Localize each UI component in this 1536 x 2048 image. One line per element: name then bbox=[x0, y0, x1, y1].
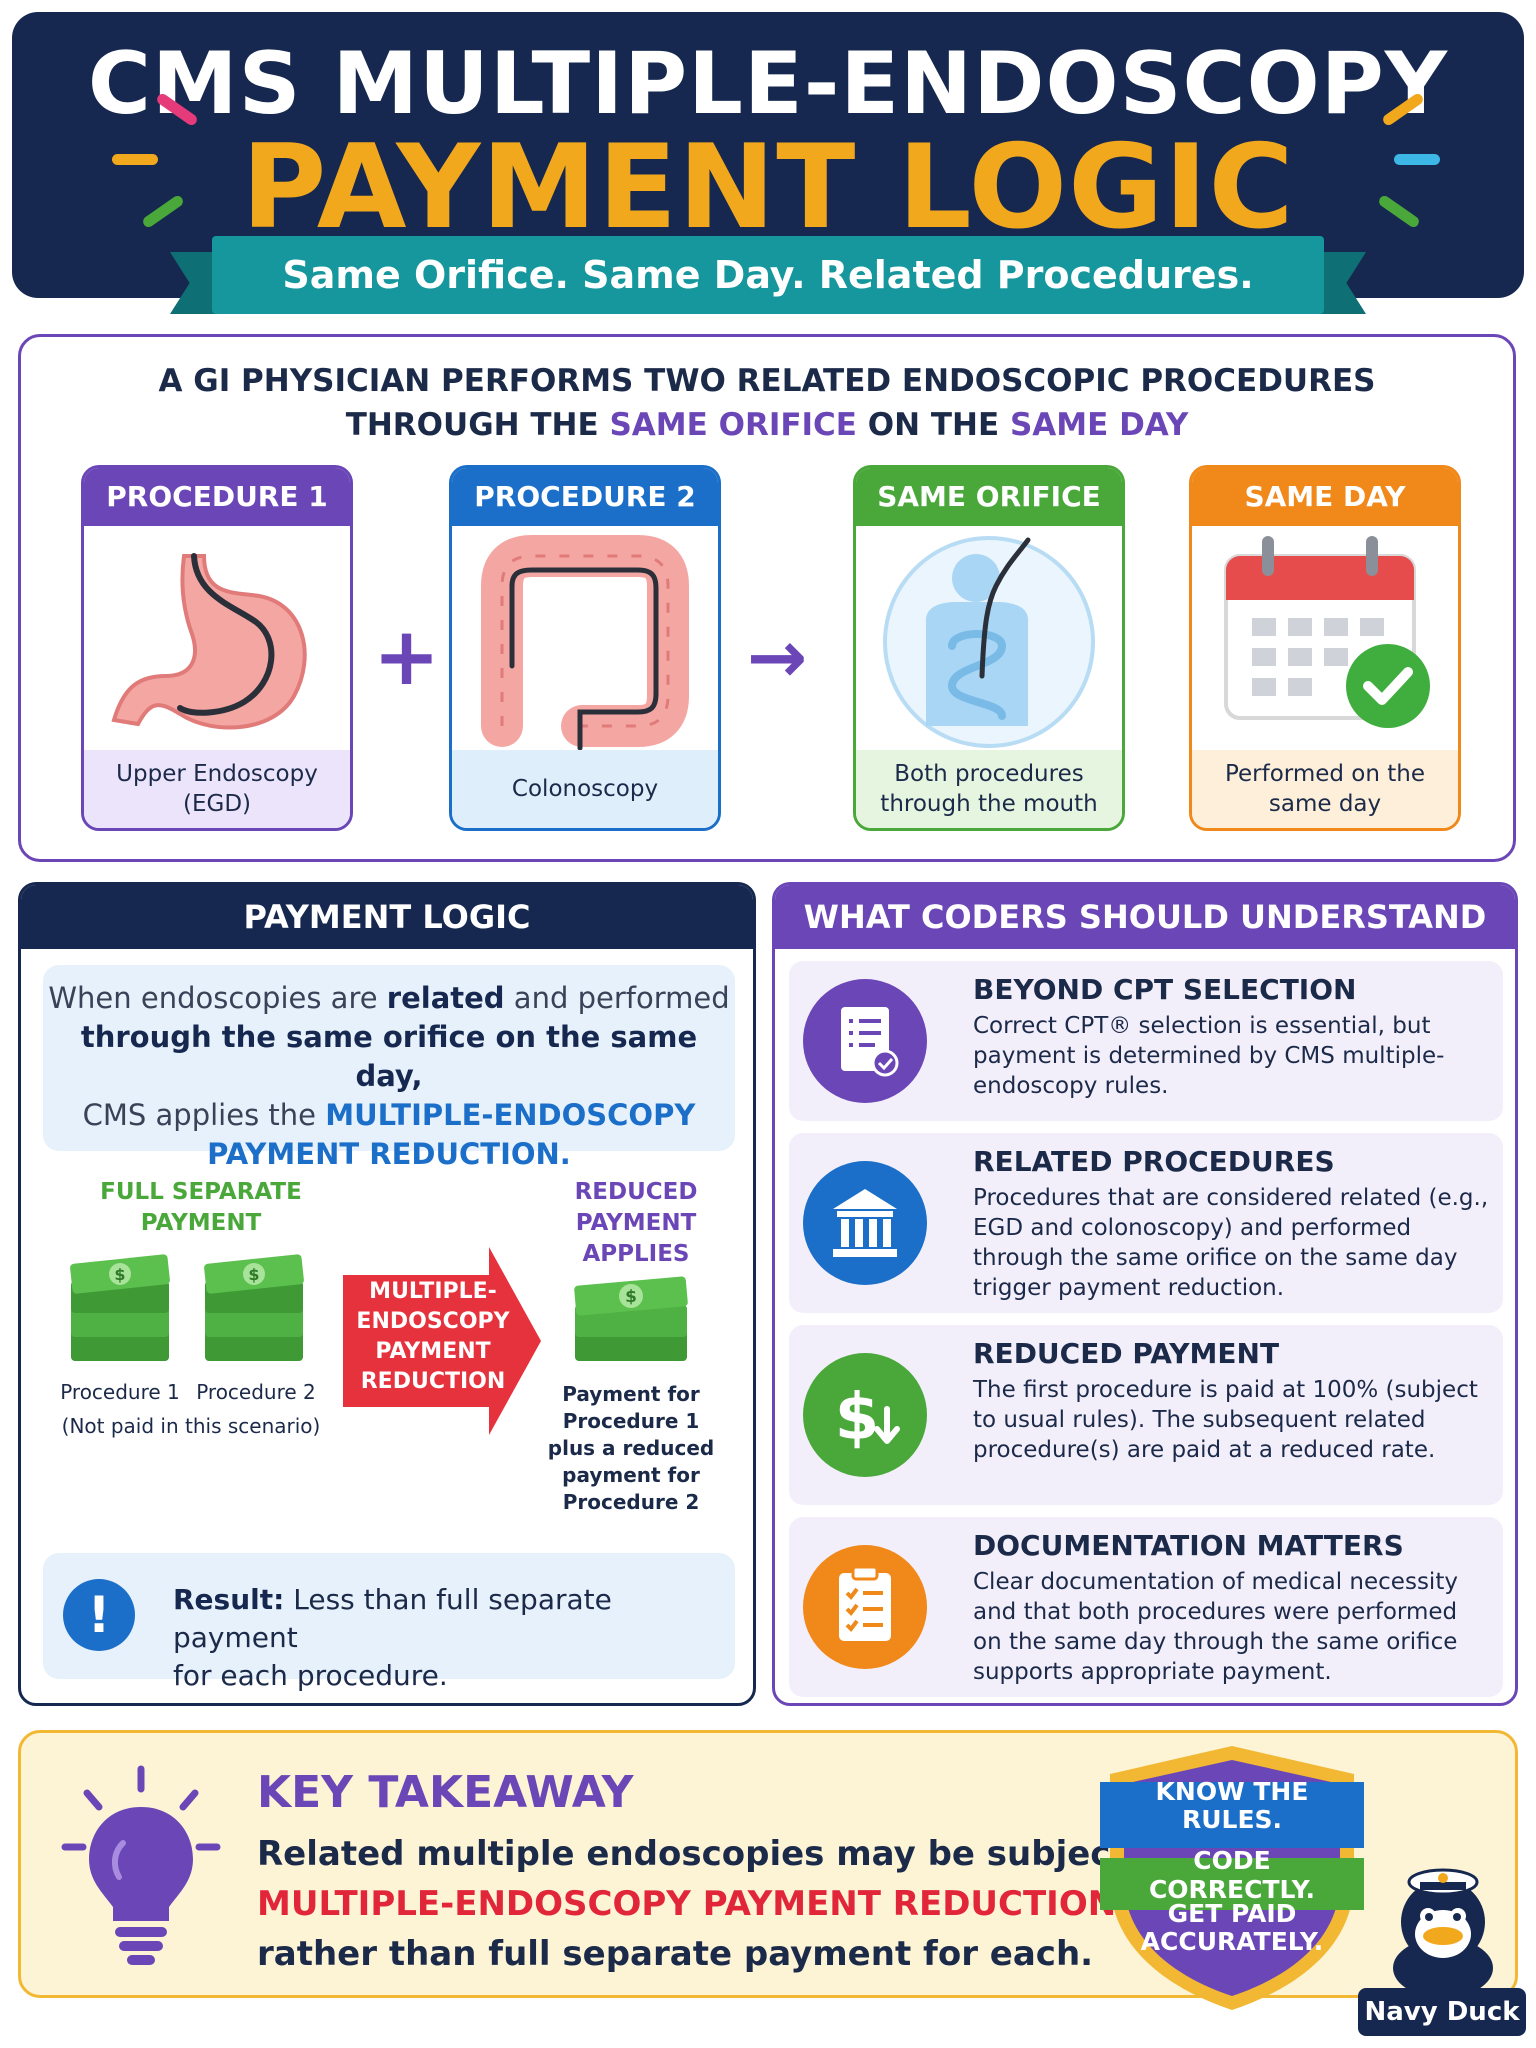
reduction-arrow-text: MULTIPLE- ENDOSCOPY PAYMENT REDUCTION bbox=[356, 1279, 510, 1394]
navy-duck-mascot-icon bbox=[1378, 1856, 1508, 2000]
card-procedure-2-caption: Colonoscopy bbox=[452, 750, 718, 828]
coder-item-body: Clear documentation of medical necessity… bbox=[973, 1569, 1458, 1685]
alert-icon: ! bbox=[63, 1579, 135, 1651]
coder-item-beyond-cpt: BEYOND CPT SELECTION Correct CPT® select… bbox=[789, 961, 1503, 1121]
calendar-check-icon bbox=[1192, 526, 1458, 754]
svg-text:$: $ bbox=[625, 1287, 637, 1307]
coder-item-related-procedures: RELATED PROCEDURES Procedures that are c… bbox=[789, 1133, 1503, 1313]
explainer-line-3: CMS applies the MULTIPLE-ENDOSCOPY bbox=[82, 1098, 696, 1132]
not-paid-note: (Not paid in this scenario) bbox=[61, 1414, 321, 1438]
card-same-day-caption: Performed on the same day bbox=[1192, 750, 1458, 828]
svg-text:$: $ bbox=[248, 1265, 259, 1284]
procedure-2-label: Procedure 2 bbox=[196, 1380, 316, 1404]
checklist-document-icon bbox=[803, 979, 927, 1103]
card-procedure-1: PROCEDURE 1 Upper Endoscopy (EGD) bbox=[81, 465, 353, 831]
card-procedure-1-caption: Upper Endoscopy (EGD) bbox=[84, 750, 350, 828]
coder-item-title: DOCUMENTATION MATTERS bbox=[973, 1529, 1404, 1562]
colon-icon bbox=[452, 526, 718, 754]
explainer-line-1: When endoscopies are related and perform… bbox=[48, 981, 730, 1015]
card-same-orifice: SAME ORIFICE Both procedures through the… bbox=[853, 465, 1125, 831]
badge-get-paid: GET PAID ACCURATELY. bbox=[1140, 1899, 1324, 1956]
stomach-icon bbox=[84, 526, 350, 754]
badge-know-the-rules: KNOW THE RULES. bbox=[1155, 1777, 1309, 1834]
scenario-heading-line-2: THROUGH THE SAME ORIFICE ON THE SAME DAY bbox=[345, 407, 1189, 443]
payment-logic-panel: PAYMENT LOGIC When endoscopies are relat… bbox=[18, 882, 756, 1706]
reduction-arrow-icon bbox=[339, 1243, 545, 1443]
card-procedure-2-title: PROCEDURE 2 bbox=[452, 468, 718, 526]
scenario-heading-line-1: A GI PHYSICIAN PERFORMS TWO RELATED ENDO… bbox=[158, 363, 1376, 399]
reduced-payment-caption: Payment for Procedure 1 plus a reduced p… bbox=[547, 1382, 715, 1514]
dollar-down-icon: $ bbox=[803, 1353, 927, 1477]
coders-heading: WHAT CODERS SHOULD UNDERSTAND bbox=[775, 885, 1515, 949]
card-procedure-2: PROCEDURE 2 Colonoscopy bbox=[449, 465, 721, 831]
card-same-day-title: SAME DAY bbox=[1192, 468, 1458, 526]
plus-icon: + bbox=[373, 610, 441, 703]
reduced-payment-label: REDUCED PAYMENT APPLIES bbox=[574, 1179, 698, 1267]
subtitle-ribbon: Same Orifice. Same Day. Related Procedur… bbox=[212, 236, 1324, 314]
cash-stack-icon: $ bbox=[199, 1249, 309, 1373]
scenario-panel: A GI PHYSICIAN PERFORMS TWO RELATED ENDO… bbox=[18, 334, 1516, 862]
coder-item-title: BEYOND CPT SELECTION bbox=[973, 973, 1357, 1006]
explainer-line-2: through the same orifice on the same day… bbox=[80, 1020, 698, 1093]
procedure-1-label: Procedure 1 bbox=[60, 1380, 180, 1404]
key-takeaway-title: KEY TAKEAWAY bbox=[257, 1767, 634, 1818]
arrow-right-icon: → bbox=[747, 615, 808, 699]
payment-logic-heading: PAYMENT LOGIC bbox=[21, 885, 753, 949]
badge-code-correctly: CODE CORRECTLY. bbox=[1148, 1846, 1316, 1904]
explainer-line-4: PAYMENT REDUCTION. bbox=[207, 1137, 571, 1171]
coder-item-reduced-payment: $ REDUCED PAYMENT The first procedure is… bbox=[789, 1325, 1503, 1505]
cash-stack-reduced-icon: $ bbox=[569, 1271, 693, 1371]
svg-text:$: $ bbox=[114, 1265, 125, 1284]
clipboard-checklist-icon bbox=[803, 1545, 927, 1669]
coder-item-body: Procedures that are considered related (… bbox=[973, 1185, 1489, 1301]
coder-item-title: REDUCED PAYMENT bbox=[973, 1337, 1280, 1370]
lightbulb-icon bbox=[51, 1763, 231, 1977]
title-line-1: CMS MULTIPLE-ENDOSCOPY bbox=[87, 34, 1449, 134]
full-payment-label: FULL SEPARATE PAYMENT bbox=[100, 1179, 302, 1236]
title-line-2: PAYMENT LOGIC bbox=[241, 120, 1295, 255]
svg-text:$: $ bbox=[835, 1381, 880, 1455]
bank-building-icon bbox=[803, 1161, 927, 1285]
body-scope-icon bbox=[856, 526, 1122, 754]
cash-stack-icon: $ bbox=[65, 1249, 175, 1373]
card-same-orifice-caption: Both procedures through the mouth bbox=[856, 750, 1122, 828]
key-takeaway-body: Related multiple endoscopies may be subj… bbox=[257, 1834, 1179, 1974]
shield-badge-icon bbox=[1098, 1740, 1366, 2018]
coder-item-title: RELATED PROCEDURES bbox=[973, 1145, 1335, 1178]
payment-logic-explainer: When endoscopies are related and perform… bbox=[43, 965, 735, 1171]
result-box: ! Result: Less than full separate paymen… bbox=[43, 1553, 735, 1692]
coders-panel: WHAT CODERS SHOULD UNDERSTAND BEYOND CPT… bbox=[772, 882, 1518, 1706]
card-same-day: SAME DAY Performed on the same day bbox=[1189, 465, 1461, 831]
card-procedure-1-title: PROCEDURE 1 bbox=[84, 468, 350, 526]
coder-item-documentation: DOCUMENTATION MATTERS Clear documentatio… bbox=[789, 1517, 1503, 1697]
scenario-heading: A GI PHYSICIAN PERFORMS TWO RELATED ENDO… bbox=[21, 359, 1513, 447]
coder-item-body: The first procedure is paid at 100% (sub… bbox=[973, 1377, 1478, 1463]
card-same-orifice-title: SAME ORIFICE bbox=[856, 468, 1122, 526]
result-text: Result: Less than full separate payment … bbox=[173, 1583, 612, 1692]
navy-duck-label: Navy Duck bbox=[1358, 1988, 1526, 2036]
coder-item-body: Correct CPT® selection is essential, but… bbox=[973, 1013, 1445, 1099]
